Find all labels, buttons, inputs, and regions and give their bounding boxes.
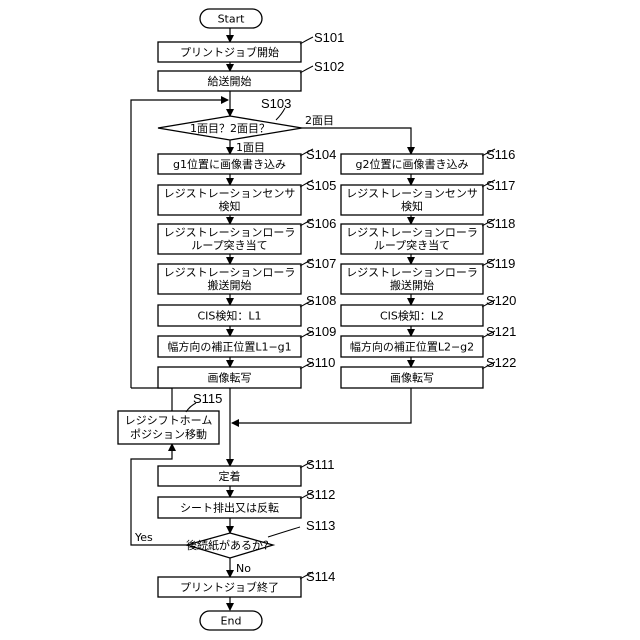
s113-branch-no: No	[236, 562, 251, 575]
step-s122: 画像転写 S122	[341, 355, 516, 388]
s109-text: 幅方向の補正位置L1−g1	[167, 340, 291, 354]
step-s117: レジストレーションセンサ 検知 S117	[341, 178, 515, 215]
step-s116: g2位置に画像書き込み S116	[341, 147, 515, 174]
step-s115: レジシフトホーム ポジション移動 S115	[118, 391, 222, 444]
s108-text: CIS検知：L1	[197, 309, 261, 323]
s103-label: S103	[261, 96, 291, 111]
s116-text: g2位置に画像書き込み	[356, 157, 469, 171]
s113-label: S113	[306, 518, 335, 533]
s120-text: CIS検知：L2	[380, 309, 444, 323]
terminal-start: Start	[200, 9, 262, 28]
s104-label: S104	[306, 147, 336, 162]
s110-label: S110	[306, 355, 335, 370]
s117-line1: レジストレーションセンサ	[346, 187, 478, 200]
s108-label: S108	[306, 293, 336, 308]
s111-label: S111	[306, 457, 334, 472]
s112-text: シート排出又は反転	[180, 501, 279, 515]
step-s111: 定着 S111	[158, 457, 334, 486]
step-s106: レジストレーションローラ ループ突き当て S106	[158, 216, 336, 254]
s116-label: S116	[486, 147, 515, 162]
s106-label: S106	[306, 216, 336, 231]
s106-line1: レジストレーションローラ	[164, 226, 296, 239]
step-s119: レジストレーションローラ 搬送開始 S119	[341, 256, 515, 294]
s103-branch-1men: 1面目	[236, 141, 265, 154]
decision-s113: 後続紙があるか？ S113 Yes No	[134, 518, 335, 575]
s115-label: S115	[193, 391, 222, 406]
s110-text: 画像転写	[208, 372, 252, 385]
s121-label: S121	[486, 324, 516, 339]
s117-line2: 検知	[401, 199, 423, 213]
start-label: Start	[218, 13, 246, 26]
s114-label: S114	[306, 569, 335, 584]
step-s109: 幅方向の補正位置L1−g1 S109	[158, 324, 336, 357]
s115-line1: レジシフトホーム	[125, 414, 213, 427]
s102-text: 給送開始	[208, 74, 252, 88]
arrow-s113-s115	[131, 444, 187, 545]
s107-line1: レジストレーションローラ	[164, 266, 296, 279]
s103-branch-2men: 2面目	[305, 114, 334, 127]
s122-text: 画像転写	[390, 372, 434, 385]
s107-line2: 搬送開始	[208, 278, 252, 292]
s107-label: S107	[306, 256, 336, 271]
loop-s115-feed-line	[131, 388, 172, 411]
s118-line2: ループ突き当て	[374, 238, 450, 252]
s112-label: S112	[306, 487, 335, 502]
s115-line2: ポジション移動	[130, 427, 207, 441]
s109-label: S109	[306, 324, 336, 339]
step-s121: 幅方向の補正位置L2−g2 S121	[341, 324, 516, 357]
arrow-s122-merge	[232, 388, 411, 423]
s121-text: 幅方向の補正位置L2−g2	[350, 340, 474, 354]
s117-label: S117	[486, 178, 515, 193]
s118-line1: レジストレーションローラ	[346, 226, 478, 239]
terminal-end: End	[200, 611, 262, 630]
s114-text: プリントジョブ終了	[180, 580, 279, 594]
s113-branch-yes: Yes	[134, 531, 153, 544]
end-label: End	[221, 615, 242, 628]
s101-leader	[300, 37, 313, 44]
s101-label: S101	[314, 30, 344, 45]
s119-label: S119	[486, 256, 515, 271]
s105-line1: レジストレーションセンサ	[164, 187, 296, 200]
step-s112: シート排出又は反転 S112	[158, 487, 335, 518]
s120-label: S120	[486, 293, 516, 308]
s102-label: S102	[314, 59, 344, 74]
step-s118: レジストレーションローラ ループ突き当て S118	[341, 216, 515, 254]
s119-line1: レジストレーションローラ	[346, 266, 478, 279]
s106-line2: ループ突き当て	[191, 238, 267, 252]
s103-text: 1面目？2面目？	[190, 122, 270, 135]
s113-text: 後続紙があるか？	[186, 538, 274, 552]
s101-text: プリントジョブ開始	[180, 45, 279, 59]
step-s105: レジストレーションセンサ 検知 S105	[158, 178, 336, 215]
s104-text: g1位置に画像書き込み	[173, 157, 286, 171]
step-s108: CIS検知：L1 S108	[158, 293, 336, 326]
s105-label: S105	[306, 178, 336, 193]
s118-label: S118	[486, 216, 515, 231]
step-s102: 給送開始 S102	[158, 59, 344, 91]
s119-line2: 搬送開始	[390, 278, 434, 292]
step-s110: 画像転写 S110	[158, 355, 335, 388]
s102-leader	[300, 66, 313, 73]
step-s101: プリントジョブ開始 S101	[158, 30, 344, 62]
step-s120: CIS検知：L2 S120	[341, 293, 516, 326]
s105-line2: 検知	[219, 199, 241, 213]
s111-text: 定着	[219, 469, 241, 483]
decision-s103: 1面目？2面目？ S103 2面目 1面目	[158, 96, 334, 154]
s122-label: S122	[486, 355, 516, 370]
step-s107: レジストレーションローラ 搬送開始 S107	[158, 256, 336, 294]
s113-leader	[268, 527, 300, 537]
